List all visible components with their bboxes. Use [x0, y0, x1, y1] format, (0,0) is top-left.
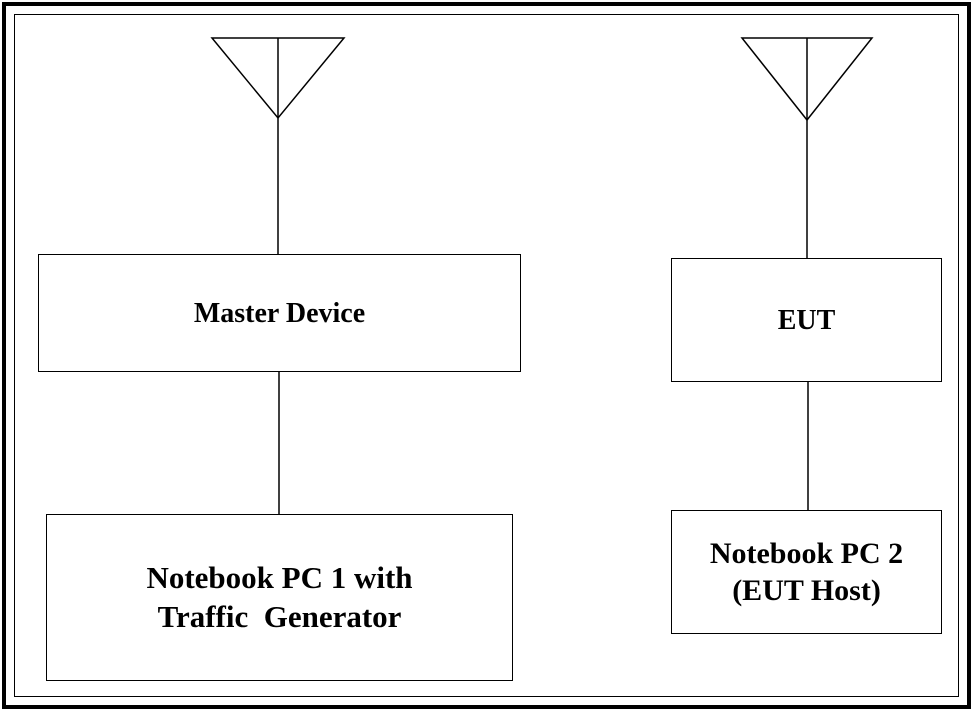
antenna-right-icon: [740, 37, 874, 122]
notebook-pc1-box: Notebook PC 1 with Traffic Generator: [46, 514, 513, 681]
eut-label: EUT: [777, 304, 836, 336]
eut-box: EUT: [671, 258, 942, 382]
notebook-pc1-label-line1: Notebook PC 1 with: [146, 559, 413, 595]
inner-frame: [14, 14, 959, 697]
notebook-pc2-label-line2: (EUT Host): [732, 574, 881, 607]
notebook-pc2-box: Notebook PC 2 (EUT Host): [671, 510, 942, 634]
master-device-box: Master Device: [38, 254, 521, 372]
master-device-label: Master Device: [193, 297, 366, 329]
notebook-pc1-label-line2: Traffic Generator: [157, 598, 402, 634]
notebook-pc2-label-line1: Notebook PC 2: [709, 536, 904, 570]
antenna-left-icon: [210, 37, 346, 120]
